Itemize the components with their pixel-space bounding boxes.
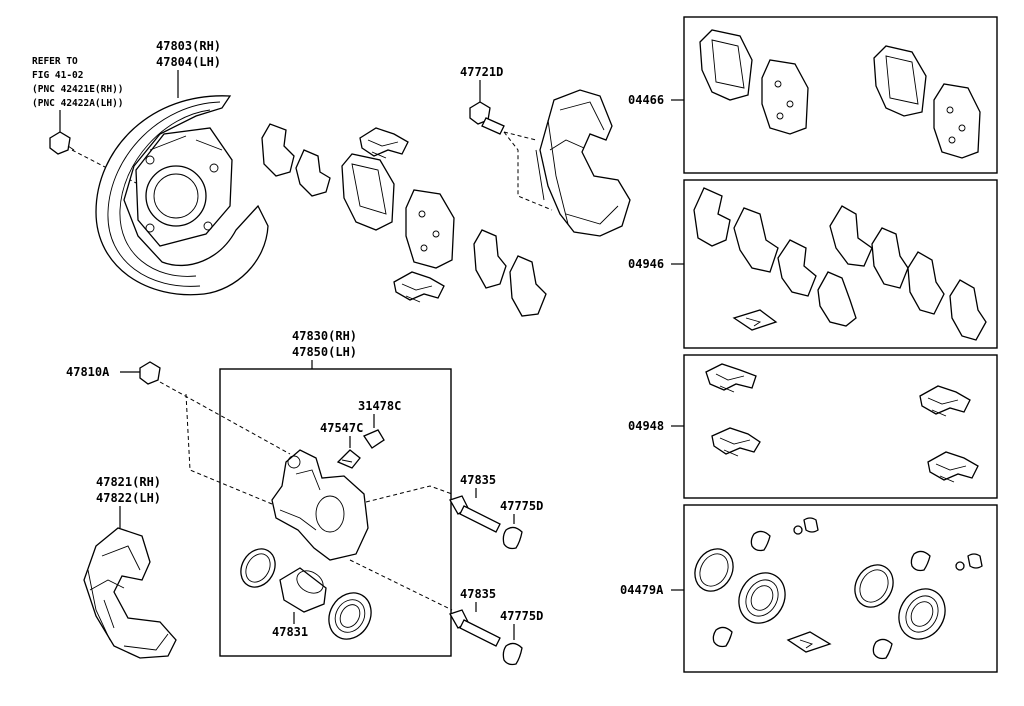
disc-brake-dust-cover-icon <box>95 95 269 296</box>
brake-caliper-cylinder-icon <box>271 449 369 561</box>
label-47775d-a: 47775D <box>500 499 543 513</box>
label-47835-a: 47835 <box>460 473 496 487</box>
label-04946: 04946 <box>628 257 664 271</box>
label-47547c: 47547C <box>320 421 363 435</box>
kit-box-04479a <box>683 504 998 673</box>
brake-caliper-mounting-bracket-icon <box>83 527 177 659</box>
caliper-seal-kit-icon <box>694 517 983 660</box>
refer-line-2: FIG 41-02 <box>32 70 83 81</box>
caliper-assembly-box <box>219 368 452 657</box>
label-47830: 47830(RH) <box>292 329 357 343</box>
label-47850: 47850(LH) <box>292 345 357 359</box>
label-47810a: 47810A <box>66 365 110 379</box>
piston-seal-icon <box>240 548 276 588</box>
boot-icon <box>502 642 523 666</box>
bolt-icon <box>469 101 505 135</box>
piston-icon <box>279 567 327 613</box>
bleeder-plug-icon <box>363 429 385 449</box>
anti-squeal-shim-kit-icon <box>693 187 987 341</box>
label-04948: 04948 <box>628 419 664 433</box>
refer-line-1: REFER TO <box>32 56 78 67</box>
brake-pad-set-icon <box>699 29 981 159</box>
bleeder-bolt-icon <box>139 361 161 385</box>
boot-icon <box>502 526 523 550</box>
label-47821: 47821(RH) <box>96 475 161 489</box>
label-31478c: 31478C <box>358 399 401 413</box>
label-04479a: 04479A <box>620 583 664 597</box>
bleeder-screw-icon <box>336 449 361 469</box>
label-47835-b: 47835 <box>460 587 496 601</box>
bolt-icon <box>49 131 75 155</box>
label-47721d: 47721D <box>460 65 503 79</box>
label-47804: 47804(LH) <box>156 55 221 69</box>
anti-squeal-shim-icon <box>261 123 547 317</box>
refer-line-3: (PNC 42421E(RH)) <box>32 84 124 95</box>
kit-box-04466 <box>683 16 998 174</box>
refer-line-4: (PNC 42422A(LH)) <box>32 98 124 109</box>
brake-pad-icon <box>341 153 455 269</box>
label-47831: 47831 <box>272 625 308 639</box>
slide-pin-icon <box>449 609 501 647</box>
label-04466: 04466 <box>628 93 664 107</box>
label-47803: 47803(RH) <box>156 39 221 53</box>
pad-support-clip-icon <box>359 127 445 303</box>
cylinder-boot-icon <box>328 592 372 640</box>
label-47775d-b: 47775D <box>500 609 543 623</box>
label-47822: 47822(LH) <box>96 491 161 505</box>
brake-caliper-mounting-bracket-icon <box>535 89 631 237</box>
pad-support-clip-kit-icon <box>705 363 979 483</box>
slide-pin-icon <box>449 495 501 533</box>
